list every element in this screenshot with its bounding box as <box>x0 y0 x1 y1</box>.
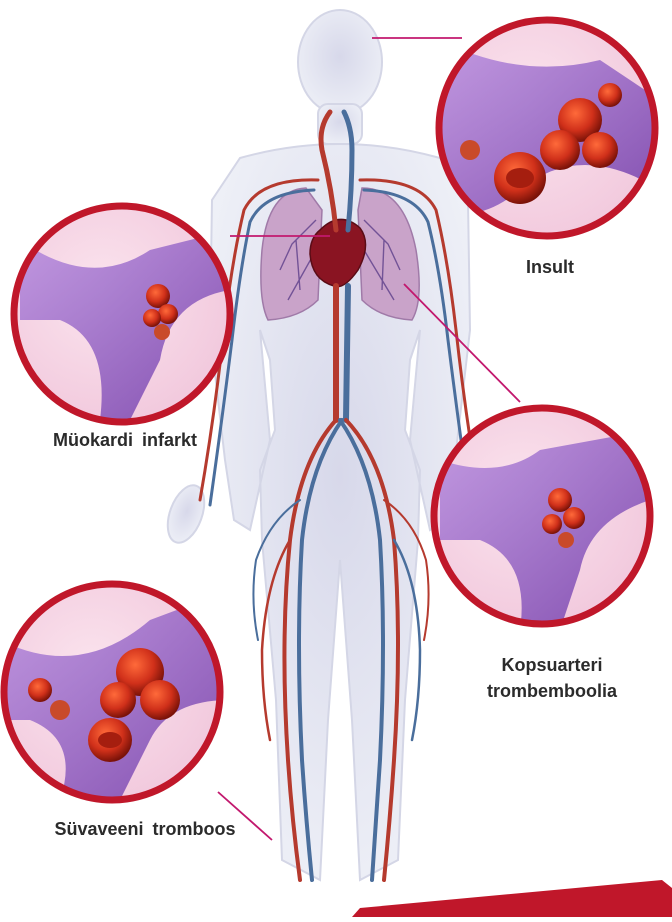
myocardial-callout <box>10 200 240 430</box>
decorative-red-bar <box>352 880 672 917</box>
dvt-callout <box>0 580 230 810</box>
pulmonary-callout <box>430 404 660 634</box>
pulmonary-label-line1: Kopsuarteri <box>462 652 642 678</box>
deep-vein-thrombosis-label: Süvaveeni tromboos <box>10 816 280 842</box>
insult-label: Insult <box>510 254 590 280</box>
pulmonary-embolism-label: Kopsuarteri trombemboolia <box>462 652 642 704</box>
myocardial-infarction-label: Müokardi infarkt <box>20 427 230 453</box>
pulmonary-label-line2: trombemboolia <box>462 678 642 704</box>
